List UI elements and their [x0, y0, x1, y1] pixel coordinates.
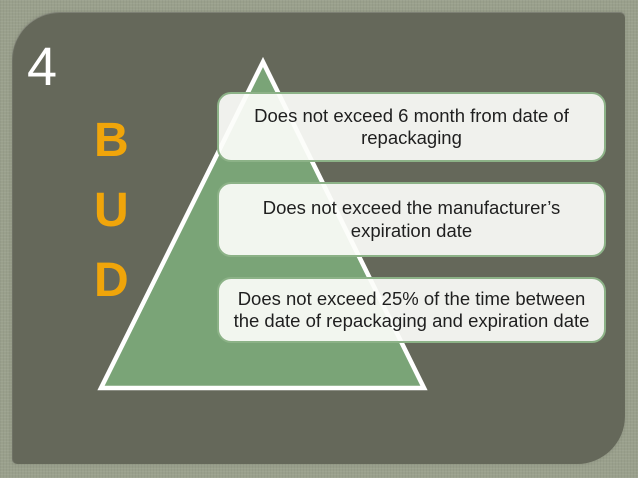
pyramid-level-2-label: Does not exceed the manufacturer’s expir… [262, 197, 561, 241]
pyramid-level-3: Does not exceed 25% of the time between … [217, 277, 606, 343]
pyramid-level-3-label: Does not exceed 25% of the time between … [233, 287, 590, 332]
pyramid-level-1-label: Does not exceed 6 month from date of rep… [254, 104, 569, 149]
slide-number: 4 [27, 37, 58, 97]
acronym-bud: B U D [94, 106, 130, 316]
pyramid-level-2: Does not exceed the manufacturer’s expir… [217, 182, 606, 257]
acronym-letter-u: U [94, 184, 130, 237]
acronym-letter-b: B [94, 114, 130, 167]
acronym-letter-d: D [94, 254, 130, 307]
pyramid-level-1: Does not exceed 6 month from date of rep… [217, 92, 606, 162]
